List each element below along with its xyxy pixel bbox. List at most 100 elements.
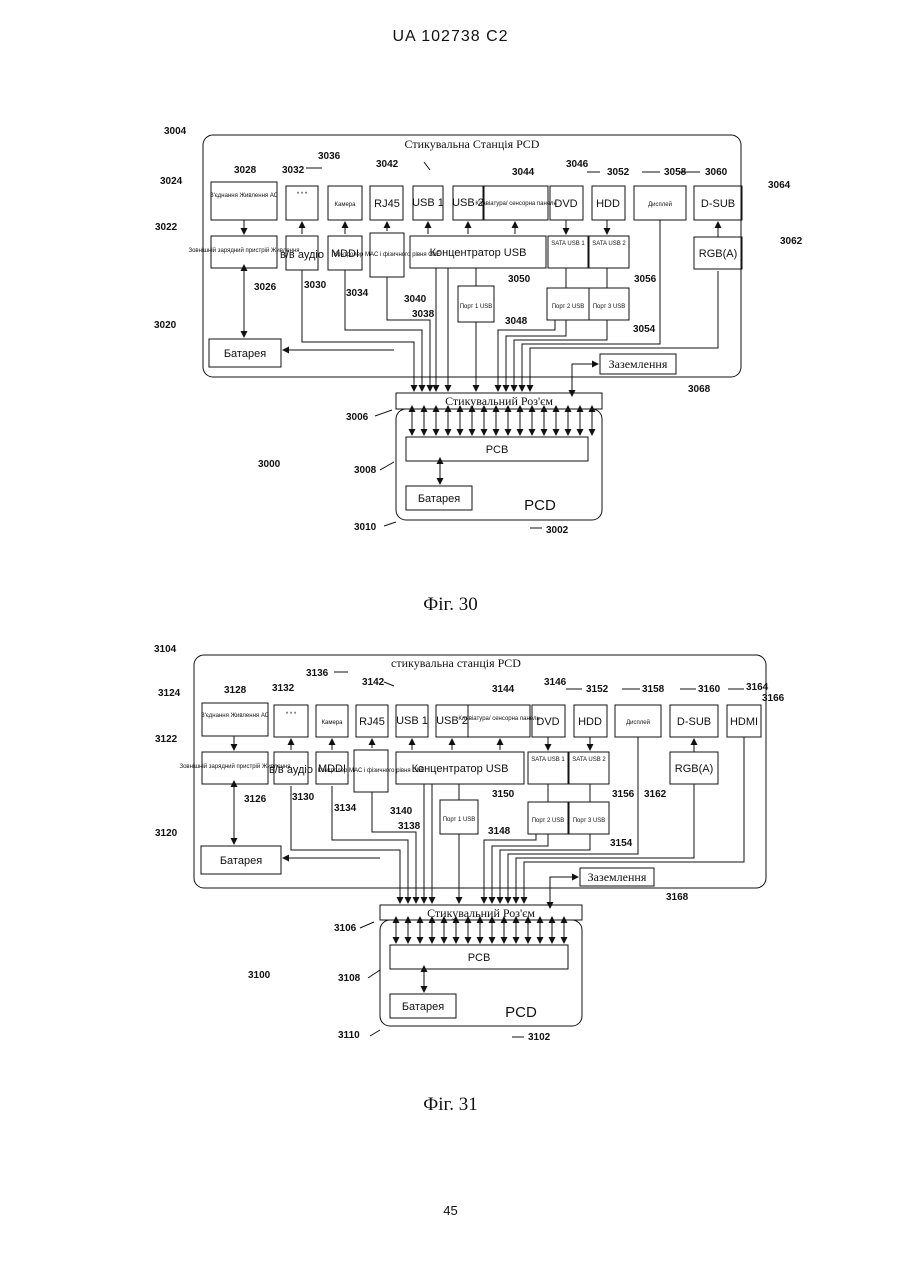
ref-number: 3134 — [334, 803, 357, 814]
ref-number: 3154 — [610, 838, 633, 849]
dvd-label: DVD — [536, 716, 559, 728]
ref-number: 3140 — [390, 806, 413, 817]
sata2-label: SATA USB 2 — [572, 757, 606, 763]
ref-number: 3130 — [292, 792, 315, 803]
ref-number: 3142 — [362, 677, 385, 688]
station-title: Стикувальна Станція PCD — [405, 137, 540, 151]
ref-number: 3144 — [492, 684, 515, 695]
display-label: Дисплей — [626, 719, 650, 726]
figure-30-caption: Фіг. 30 — [0, 594, 901, 616]
ref-number: 3056 — [634, 274, 657, 285]
ref-number: 3052 — [607, 167, 630, 178]
ac-power-box — [202, 703, 268, 736]
ref-number: 3040 — [404, 294, 427, 305]
page-number: 45 — [0, 1203, 901, 1218]
ref-number: 3000 — [258, 459, 281, 470]
ref-number: 3158 — [642, 684, 665, 695]
ref-number: 3106 — [334, 923, 357, 934]
ref-number: 3034 — [346, 288, 369, 299]
ref-number: 3122 — [155, 734, 178, 745]
ref-number: 3008 — [354, 465, 377, 476]
ref-number: 3160 — [698, 684, 721, 695]
port1-label: Порт 1 USB — [443, 817, 476, 823]
hdmi-label: HDMI — [730, 716, 758, 728]
usb1-label: USB 1 — [412, 197, 444, 209]
ref-number: 3002 — [546, 525, 569, 536]
av-label: в/в аудіо — [280, 249, 324, 261]
ref-number: 3010 — [354, 522, 377, 533]
camera-label: Камера — [322, 720, 344, 726]
connector-label: Стикувальний Роз'єм — [427, 906, 535, 920]
ref-number: 3102 — [528, 1032, 551, 1043]
ref-number: 3038 — [412, 309, 435, 320]
ref-number: 3048 — [505, 316, 528, 327]
port1-label: Порт 1 USB — [460, 304, 493, 310]
sata1-label: SATA USB 1 — [551, 241, 585, 247]
connector-arrows — [396, 922, 564, 943]
camera-label: Камера — [335, 202, 357, 208]
ref-number: 3148 — [488, 826, 511, 837]
ref-number: 3022 — [155, 222, 178, 233]
ref-number: 3128 — [224, 685, 247, 696]
station-title: стикувальна станція PCD — [391, 656, 521, 670]
figure-31-labels: стикувальна станція PCD З'єднання Живлен… — [154, 644, 785, 1043]
ref-number: 3028 — [234, 165, 257, 176]
port3-label: Порт 3 USB — [573, 818, 606, 824]
ref-number: 3068 — [688, 384, 711, 395]
ref-number: 3042 — [376, 159, 399, 170]
hdd-label: HDD — [578, 716, 602, 728]
ref-number: 3060 — [705, 167, 728, 178]
av-jack-label: * * * — [297, 192, 308, 198]
pcd-label: PCD — [524, 497, 556, 514]
ref-number: 3100 — [248, 970, 271, 981]
ref-number: 3058 — [664, 167, 687, 178]
display-label: Дисплей — [648, 201, 672, 208]
ref-number: 3032 — [282, 165, 305, 176]
figure-30-labels: Стикувальна Станція PCD З'єднання Живлен… — [154, 126, 803, 536]
port2-label: Порт 2 USB — [532, 818, 565, 824]
ref-number: 3150 — [492, 789, 515, 800]
ref-number: 3062 — [780, 236, 803, 247]
rj45-label: RJ45 — [374, 198, 400, 210]
rgb-label: RGB(A) — [699, 248, 738, 260]
mac-label: Контролер MAC і фізичного рівня GbE — [318, 768, 425, 774]
ref-number: 3064 — [768, 180, 791, 191]
ref-number: 3036 — [318, 151, 341, 162]
ref-number: 3026 — [254, 282, 277, 293]
ac-power-label: З'єднання Живлення АС — [201, 713, 270, 719]
ref-number: 3132 — [272, 683, 295, 694]
ground-label: Заземлення — [588, 870, 647, 884]
usb-hub-label: Концентратор USB — [412, 763, 509, 775]
dsub-label: D-SUB — [677, 716, 711, 728]
ref-number: 3046 — [566, 159, 589, 170]
pcd-battery-label: Батарея — [418, 493, 460, 505]
hdd-label: HDD — [596, 198, 620, 210]
pcd-label: PCD — [505, 1004, 537, 1021]
av-label: в/в аудіо — [269, 764, 313, 776]
ref-number: 3030 — [304, 280, 327, 291]
ref-number: 3108 — [338, 973, 361, 984]
battery-label: Батарея — [224, 348, 266, 360]
rj45-label: RJ45 — [359, 716, 385, 728]
figure-31 — [194, 655, 766, 1037]
dsub-label: D-SUB — [701, 198, 735, 210]
pcb-label: PCB — [486, 444, 509, 456]
ref-number: 3136 — [306, 668, 329, 679]
ref-number: 3004 — [164, 126, 187, 137]
av-jack-box — [274, 705, 308, 737]
ref-number: 3024 — [160, 176, 183, 187]
ref-number: 3138 — [398, 821, 421, 832]
pcd-battery-label: Батарея — [402, 1001, 444, 1013]
port2-label: Порт 2 USB — [552, 304, 585, 310]
pcb-label: PCB — [468, 952, 491, 964]
ref-number: 3166 — [762, 693, 785, 704]
ac-power-box — [211, 182, 277, 220]
ref-number: 3146 — [544, 677, 567, 688]
ac-power-label: З'єднання Живлення АС — [210, 193, 279, 199]
figure-31-caption: Фіг. 31 — [0, 1094, 901, 1116]
keyboard-label: Клавіатура/ сенсорна панель — [475, 201, 556, 207]
mac-label: Контролер MAC і фізичного рівня GbE — [334, 252, 441, 258]
connector-label: Стикувальний Роз'єм — [445, 394, 553, 408]
port3-label: Порт 3 USB — [593, 304, 626, 310]
